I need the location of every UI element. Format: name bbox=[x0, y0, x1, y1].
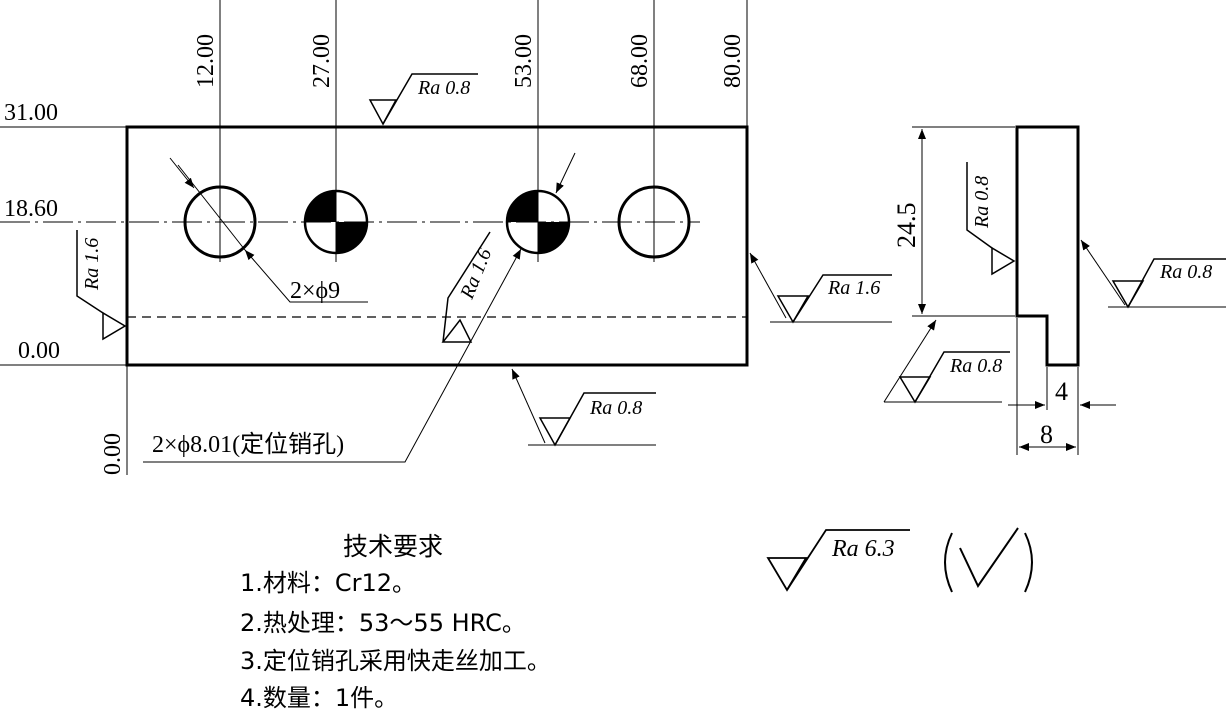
ord-y-18: 18.60 bbox=[4, 196, 58, 222]
hole-9-left bbox=[183, 185, 257, 259]
roughness-top: Ra 0.8 bbox=[368, 73, 478, 126]
svg-text:Ra 6.3: Ra 6.3 bbox=[831, 536, 895, 562]
svg-text:Ra 1.6: Ra 1.6 bbox=[81, 238, 103, 291]
ord-y-0: 0.00 bbox=[18, 338, 60, 364]
roughness-side-right: Ra 0.8 bbox=[1080, 239, 1226, 309]
svg-text:Ra 0.8: Ra 0.8 bbox=[949, 355, 1002, 377]
svg-text:Ra 1.6: Ra 1.6 bbox=[456, 245, 496, 303]
ordinate-labels: 12.00 27.00 53.00 68.00 80.00 0.00 31.00… bbox=[4, 34, 746, 475]
ord-x-80: 80.00 bbox=[720, 34, 746, 88]
tech-req-item: 1.材料：Cr12。 bbox=[240, 569, 416, 597]
tech-req-item: 3.定位销孔采用快走丝加工。 bbox=[240, 647, 551, 675]
tech-req-item: 4.数量：1件。 bbox=[240, 684, 398, 712]
ord-x-zero: 0.00 bbox=[100, 433, 126, 475]
ord-x-68: 68.00 bbox=[627, 34, 653, 88]
roughness-side-left: Ra 0.8 bbox=[966, 162, 1016, 276]
svg-text:Ra 0.8: Ra 0.8 bbox=[589, 397, 642, 419]
leader-holes-9-tail bbox=[244, 249, 368, 303]
callout-pin-holes: 2×ϕ8.01(定位销孔) bbox=[152, 431, 344, 458]
svg-text:Ra 1.6: Ra 1.6 bbox=[827, 277, 880, 299]
plate-outline bbox=[125, 125, 749, 367]
pin-hole-right bbox=[505, 189, 571, 255]
dim-height: 24.5 bbox=[892, 203, 921, 249]
dim-width: 8 bbox=[1040, 420, 1053, 449]
pin-hole-left bbox=[303, 189, 369, 255]
check-mark-icon bbox=[959, 527, 1019, 588]
side-view: 24.5 4 8 Ra 0.8 Ra 0.8 Ra bbox=[883, 125, 1226, 455]
svg-text:Ra 0.8: Ra 0.8 bbox=[971, 176, 993, 229]
paren-left bbox=[944, 532, 953, 593]
roughness-left: Ra 1.6 bbox=[76, 230, 127, 341]
tech-requirements: 技术要求 1.材料：Cr12。 2.热处理：53～55 HRC。 3.定位销孔采… bbox=[240, 532, 551, 712]
roughness-side-step: Ra 0.8 bbox=[883, 319, 1010, 404]
roughness-hole: Ra 1.6 bbox=[441, 231, 496, 343]
tech-req-item: 2.热处理：53～55 HRC。 bbox=[240, 609, 526, 637]
roughness-right-face: Ra 1.6 bbox=[749, 252, 892, 324]
ord-x-12: 12.00 bbox=[193, 34, 219, 88]
tech-req-title: 技术要求 bbox=[343, 532, 443, 561]
svg-text:Ra 0.8: Ra 0.8 bbox=[417, 77, 470, 99]
front-view bbox=[0, 0, 749, 475]
ord-x-27: 27.00 bbox=[309, 34, 335, 88]
leader-pin-holes-tail bbox=[143, 248, 522, 463]
dim-step: 4 bbox=[1055, 377, 1068, 406]
side-profile bbox=[1015, 125, 1080, 367]
callout-holes-9: 2×ϕ9 bbox=[290, 278, 340, 304]
svg-text:Ra 0.8: Ra 0.8 bbox=[1159, 261, 1212, 283]
hole-9-right bbox=[617, 185, 691, 259]
ord-x-53: 53.00 bbox=[511, 34, 537, 88]
ord-y-31: 31.00 bbox=[4, 100, 58, 126]
roughness-general: Ra 6.3 bbox=[766, 527, 1033, 593]
paren-right bbox=[1024, 532, 1033, 593]
leader-pin-holes bbox=[555, 152, 576, 194]
roughness-bottom: Ra 0.8 bbox=[511, 368, 656, 447]
